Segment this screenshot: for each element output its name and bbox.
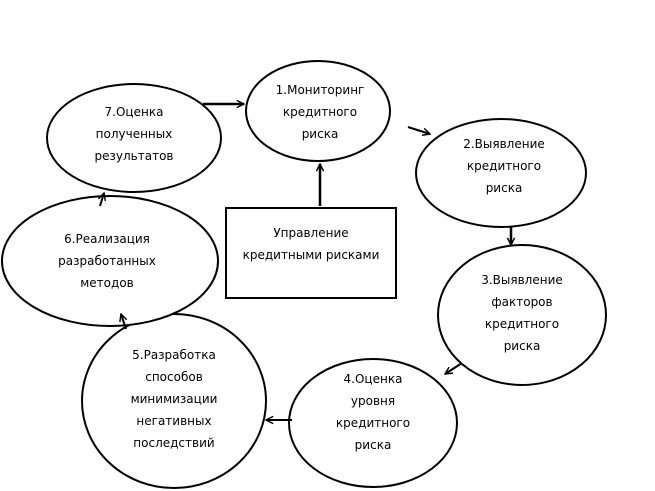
node-7-line-1: 7.Оценка bbox=[104, 105, 164, 119]
node-2-line-2: кредитного bbox=[466, 159, 542, 173]
node-3-label: 3.Выявление факторов кредитного риска bbox=[481, 269, 563, 357]
node-7-line-2: полученных bbox=[95, 127, 173, 141]
node-4-line-2: уровня bbox=[350, 394, 396, 408]
node-4-shape bbox=[288, 358, 458, 488]
node-1-line-3: риска bbox=[301, 127, 339, 141]
node-3-line-4: риска bbox=[503, 339, 541, 353]
node-2-line-3: риска bbox=[485, 181, 523, 195]
center-box-shape bbox=[225, 207, 397, 299]
node-3-line-1: 3.Выявление bbox=[481, 273, 563, 287]
node-6-label: 6.Реализация разработанных методов bbox=[58, 228, 156, 294]
node-6-line-1: 6.Реализация bbox=[64, 232, 150, 246]
node-4-line-3: кредитного bbox=[335, 416, 411, 430]
arrow-3-to-4 bbox=[445, 362, 463, 374]
node-3-line-3: кредитного bbox=[484, 317, 560, 331]
center-box-label: Управление кредитными рисками bbox=[243, 222, 380, 266]
node-2-label: 2.Выявление кредитного риска bbox=[463, 133, 545, 199]
node-3-line-2: факторов bbox=[491, 295, 553, 309]
node-5-label: 5.Разработка способов минимизации негати… bbox=[131, 344, 218, 454]
center-box-line-2: кредитными рисками bbox=[242, 248, 380, 262]
node-6-line-3: методов bbox=[80, 276, 134, 290]
node-1-line-1: 1.Мониторинг bbox=[275, 83, 365, 97]
node-7-line-3: результатов bbox=[94, 149, 174, 163]
node-5-line-1: 5.Разработка bbox=[132, 348, 216, 362]
node-4-line-4: риска bbox=[354, 438, 392, 452]
node-7-label: 7.Оценка полученных результатов bbox=[95, 101, 174, 167]
node-5-line-5: последствий bbox=[133, 436, 215, 450]
node-4-label: 4.Оценка уровня кредитного риска bbox=[336, 368, 410, 456]
node-1-shape bbox=[245, 60, 391, 162]
node-5-line-4: негативных bbox=[136, 414, 212, 428]
node-4-line-1: 4.Оценка bbox=[343, 372, 403, 386]
node-6-line-2: разработанных bbox=[58, 254, 156, 268]
node-1-line-2: кредитного bbox=[282, 105, 358, 119]
arrow-6-to-7 bbox=[100, 193, 104, 207]
arrow-1-to-2 bbox=[407, 126, 430, 134]
center-box-line-1: Управление bbox=[273, 226, 349, 240]
node-7-shape bbox=[46, 83, 222, 193]
node-5-line-2: способов bbox=[145, 370, 203, 384]
node-2-shape bbox=[415, 118, 587, 228]
arrow-5-to-6 bbox=[121, 314, 126, 330]
node-3-shape bbox=[437, 244, 607, 386]
node-6-shape bbox=[1, 195, 219, 327]
node-2-line-1: 2.Выявление bbox=[463, 137, 545, 151]
node-5-line-3: минимизации bbox=[130, 392, 218, 406]
node-1-label: 1.Мониторинг кредитного риска bbox=[276, 79, 365, 145]
